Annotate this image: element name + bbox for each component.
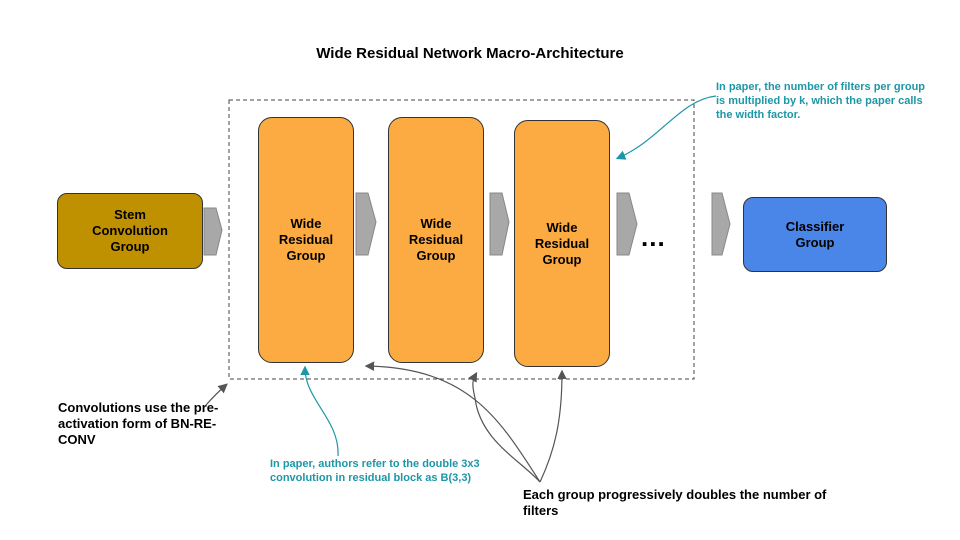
flow-arrow-4	[616, 192, 638, 256]
doubling-arrow-group1	[364, 361, 541, 483]
flow-arrow-1	[203, 207, 223, 256]
flow-arrow-3	[489, 192, 510, 256]
preactivation-note: Convolutions use the pre-activation form…	[58, 400, 219, 447]
preactivation-arrow	[205, 383, 228, 406]
block-notation-note: In paper, authors refer to the double 3x…	[270, 458, 480, 484]
flow-arrow-5	[711, 192, 731, 256]
group-1-label: Wide Residual Group	[278, 216, 334, 263]
group-3-label: Wide Residual Group	[534, 219, 590, 267]
group-2-label: Wide Residual Group	[408, 216, 464, 263]
residual-groups-container	[228, 99, 695, 380]
width-factor-note: In paper, the number of filters per grou…	[716, 81, 926, 121]
flow-arrow-2	[355, 192, 377, 256]
diagram-title: Wide Residual Network Macro-Architecture	[316, 45, 624, 62]
wide-residual-group-block-3: Wide Residual Group	[514, 120, 610, 367]
doubling-arrow-group3	[539, 369, 567, 483]
continuation-ellipsis: ...	[641, 222, 666, 252]
block-notation-arrow	[300, 365, 339, 457]
stem-label: Stem Convolution Group	[92, 207, 168, 254]
classifier-label: Classifier Group	[785, 218, 845, 250]
classifier-group-block: Classifier Group	[743, 197, 887, 272]
stem-convolution-group-block: Stem Convolution Group	[57, 193, 203, 269]
doubling-arrow-group2	[468, 371, 541, 483]
width-factor-arrow	[615, 95, 717, 160]
wide-residual-group-block-1: Wide Residual Group	[258, 117, 354, 363]
wide-residual-group-block-2: Wide Residual Group	[388, 117, 484, 363]
doubling-note: Each group progressively doubles the num…	[523, 487, 827, 518]
